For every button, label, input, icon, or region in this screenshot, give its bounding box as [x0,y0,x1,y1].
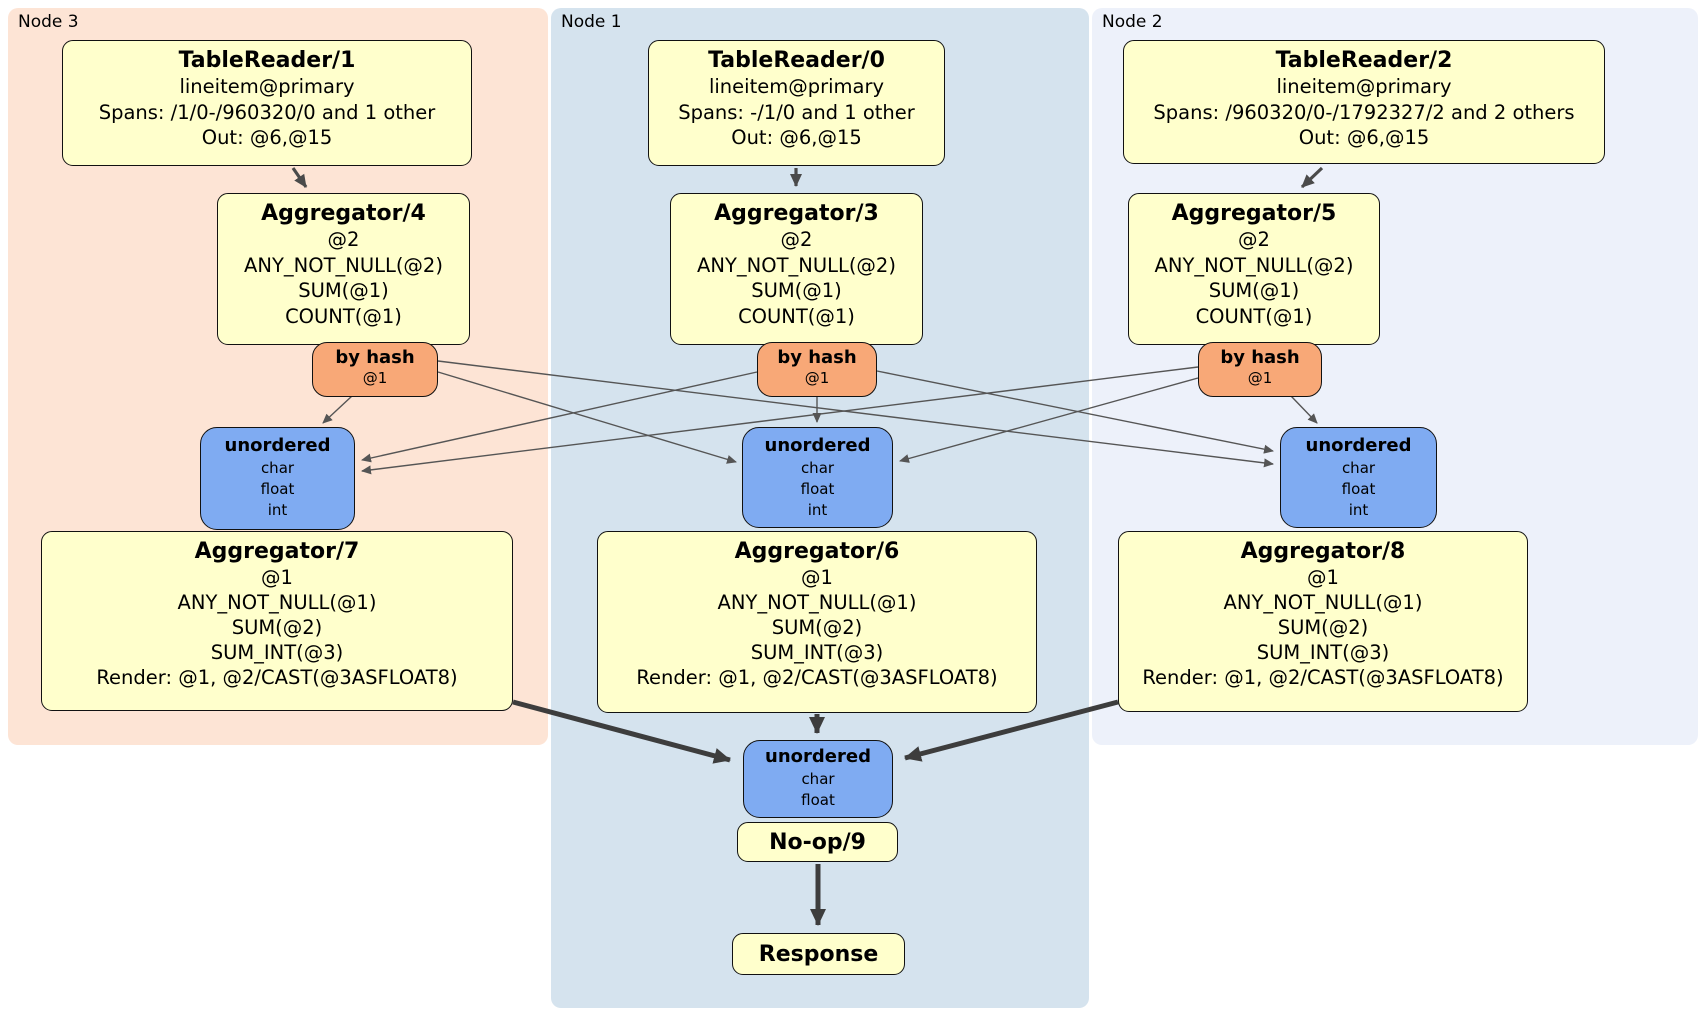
sync-unordered-node2: unordered char float int [1280,427,1437,528]
processor-detail: SUM(@1) [751,279,842,302]
processor-aggregator-5: Aggregator/5 @2 ANY_NOT_NULL(@2) SUM(@1)… [1128,193,1380,345]
router-detail: @1 [1247,369,1273,387]
processor-detail: ANY_NOT_NULL(@2) [244,253,443,277]
sync-type: int [1348,501,1369,519]
tr-to-agg-arrows [291,166,1324,189]
processor-detail: ANY_NOT_NULL(@1) [717,591,917,614]
processor-aggregator-3: Aggregator/3 @2 ANY_NOT_NULL(@2) SUM(@1)… [670,193,923,345]
router-detail: @1 [804,369,830,387]
node1-label: Node 1 [561,12,622,32]
processor-title: TableReader/0 [708,48,885,73]
processor-detail: lineitem@primary [179,75,355,98]
router-label: by hash [1220,347,1300,368]
processor-detail: Out: @6,@15 [201,126,333,149]
sync-label: unordered [765,746,871,767]
processor-title: Aggregator/4 [261,201,426,226]
sync-type: int [267,501,288,519]
processor-aggregator-4: Aggregator/4 @2 ANY_NOT_NULL(@2) SUM(@1)… [217,193,470,345]
processor-detail: ANY_NOT_NULL(@1) [177,591,377,614]
processor-aggregator-6: Aggregator/6 @1 ANY_NOT_NULL(@1) SUM(@2)… [597,531,1037,713]
sync-type: float [800,480,835,498]
processor-aggregator-8: Aggregator/8 @1 ANY_NOT_NULL(@1) SUM(@2)… [1118,531,1528,712]
sync-unordered-node1: unordered char float int [742,427,893,528]
processor-detail: @2 [780,228,813,251]
sync-unordered-node3: unordered char float int [200,427,355,530]
router-label: by hash [335,347,415,368]
processor-detail: SUM(@2) [231,616,323,639]
processor-detail: SUM_INT(@3) [750,641,884,664]
node2-label: Node 2 [1102,12,1163,32]
processor-detail: @1 [1307,566,1339,589]
processor-tablereader-1: TableReader/1 lineitem@primary Spans: /1… [62,40,472,166]
processor-detail: COUNT(@1) [1195,304,1313,328]
processor-detail: SUM(@1) [1208,279,1300,302]
processor-detail: Spans: /960320/0-/1792327/2 and 2 others [1153,100,1575,124]
processor-noop-9: No-op/9 [737,822,898,862]
hash-to-sync-edges [322,360,1318,475]
processor-detail: ANY_NOT_NULL(@2) [697,253,896,277]
processor-detail: SUM_INT(@3) [210,641,344,664]
sync-label: unordered [1305,435,1412,456]
processor-title: Aggregator/8 [1240,539,1406,564]
sync-type: char [800,459,835,477]
processor-title: TableReader/1 [178,48,356,73]
processor-detail: SUM(@1) [298,279,389,302]
processor-tablereader-2: TableReader/2 lineitem@primary Spans: /9… [1123,40,1605,164]
processor-title: Aggregator/3 [714,201,879,226]
processor-detail: @2 [327,228,360,251]
router-label: by hash [777,347,857,368]
processor-tablereader-0: TableReader/0 lineitem@primary Spans: -/… [648,40,945,166]
router-by-hash-node2: by hash @1 [1198,342,1322,397]
processor-detail: COUNT(@1) [738,304,855,328]
processor-detail: ANY_NOT_NULL(@2) [1154,253,1354,277]
processor-detail: @1 [261,566,293,589]
node3-label: Node 3 [18,12,79,32]
processor-detail: Render: @1, @2/CAST(@3ASFLOAT8) [1142,666,1504,689]
processor-title: No-op/9 [769,829,866,855]
processor-detail: COUNT(@1) [285,304,402,328]
sync-type: int [807,501,828,519]
router-by-hash-node1: by hash @1 [757,342,877,397]
processor-title: Aggregator/5 [1171,201,1337,226]
processor-detail: Render: @1, @2/CAST(@3ASFLOAT8) [636,666,998,689]
sync-type: float [1341,480,1376,498]
processor-title: Response [758,941,879,967]
processor-detail: Spans: -/1/0 and 1 other [678,100,915,124]
processor-detail: Spans: /1/0-/960320/0 and 1 other [98,100,436,124]
processor-detail: @1 [801,566,833,589]
router-detail: @1 [362,369,388,387]
sync-label: unordered [764,435,871,456]
processor-title: Aggregator/7 [194,539,360,564]
sync-unordered-final: unordered char float [743,740,893,818]
processor-detail: SUM_INT(@3) [1256,641,1390,664]
processor-title: Aggregator/6 [734,539,900,564]
processor-detail: Out: @6,@15 [731,126,862,149]
processor-detail: Out: @6,@15 [1298,126,1430,149]
processor-detail: SUM(@2) [771,616,863,639]
response-node: Response [732,933,905,975]
processor-aggregator-7: Aggregator/7 @1 ANY_NOT_NULL(@1) SUM(@2)… [41,531,513,711]
agg-to-final-sync-arrows [512,699,1119,926]
sync-label: unordered [224,435,331,456]
processor-title: TableReader/2 [1275,48,1453,73]
processor-detail: @2 [1238,228,1270,251]
processor-detail: ANY_NOT_NULL(@1) [1223,591,1423,614]
sync-type: float [260,480,295,498]
processor-detail: Render: @1, @2/CAST(@3ASFLOAT8) [96,666,458,689]
processor-detail: lineitem@primary [1276,75,1452,98]
sync-type: char [1341,459,1376,477]
sync-type: float [801,791,835,809]
processor-detail: SUM(@2) [1277,616,1369,639]
router-by-hash-node3: by hash @1 [312,342,438,397]
sync-type: char [801,770,835,788]
sync-type: char [260,459,295,477]
processor-detail: lineitem@primary [708,75,885,98]
